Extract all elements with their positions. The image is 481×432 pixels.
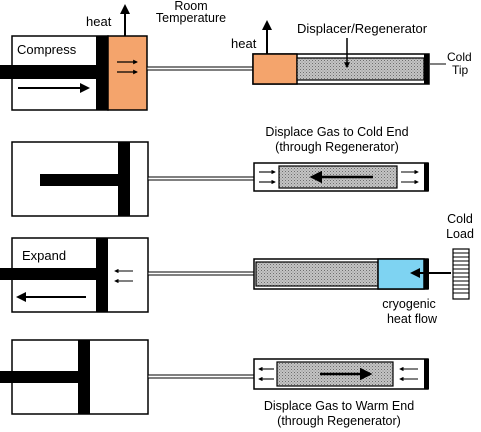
displace-cold-transfer-tube [147,176,255,181]
compress-piston-cylinder [0,35,109,111]
displace-warm-cold-finger [253,358,429,390]
cold-load-label: Cold [447,212,473,226]
displace-cold-tip [424,163,429,191]
stage-displace-warm: Displace Gas to Warm End (through Regene… [0,339,429,428]
stage-compress: heat Room Temperature heat Displacer/Reg… [0,0,472,111]
expand-transfer-tube [147,271,255,276]
heat-label-left: heat [86,14,112,29]
displace-warm-gas-arrows-icon [258,366,418,382]
room-temperature-label-line2: Temperature [156,11,226,25]
compress-piston-head [96,36,108,110]
stage-displace-cold: Displace Gas to Cold End (through Regene… [11,125,429,217]
displace-warm-piston-cylinder [0,339,149,415]
displace-cold-gas-arrows-icon [259,169,419,185]
displace-warm-label: Displace Gas to Warm End [264,399,414,413]
compress-heat-region [107,35,148,111]
cold-tip-label-line2: Tip [452,63,469,77]
cold-tip-label: Cold [447,50,472,64]
displace-cold-label-line2: (through Regenerator) [275,140,399,154]
displacer-regenerator-label: Displacer/Regenerator [297,21,428,36]
compress-label: Compress [17,42,77,57]
expand-regenerator [255,261,379,287]
cryogenic-heat-flow-label: cryogenic [382,297,436,311]
displace-cold-piston-head [118,142,130,216]
displace-warm-tip [424,359,429,389]
cold-load-label-line2: Load [446,227,474,241]
expand-gas-arrows-icon [114,268,133,284]
compress-transfer-tube [146,66,254,71]
displace-cold-piston-cylinder [11,141,149,217]
displacer-regenerator [296,57,425,81]
displace-warm-transfer-tube [147,374,255,379]
displace-cold-finger [253,162,429,192]
cold-load [452,248,470,300]
displace-cold-label: Displace Gas to Cold End [265,125,408,139]
heat-label-right: heat [231,36,257,51]
stage-expand: Expand Cold Lo [0,212,474,326]
expand-piston-head [96,238,108,312]
displace-warm-label-line2: (through Regenerator) [277,414,401,428]
expand-label: Expand [22,248,66,263]
compress-cold-finger [252,53,430,85]
expand-piston-cylinder [0,237,149,313]
displace-warm-piston-head [78,340,90,414]
compress-gas-arrows-icon [117,59,138,75]
warm-end-heat-region [252,53,298,85]
cryogenic-heat-flow-label-line2: heat flow [387,312,438,326]
cold-tip [424,54,429,84]
expand-cold-finger [253,258,429,290]
room-temperature-label: Room [174,0,207,13]
